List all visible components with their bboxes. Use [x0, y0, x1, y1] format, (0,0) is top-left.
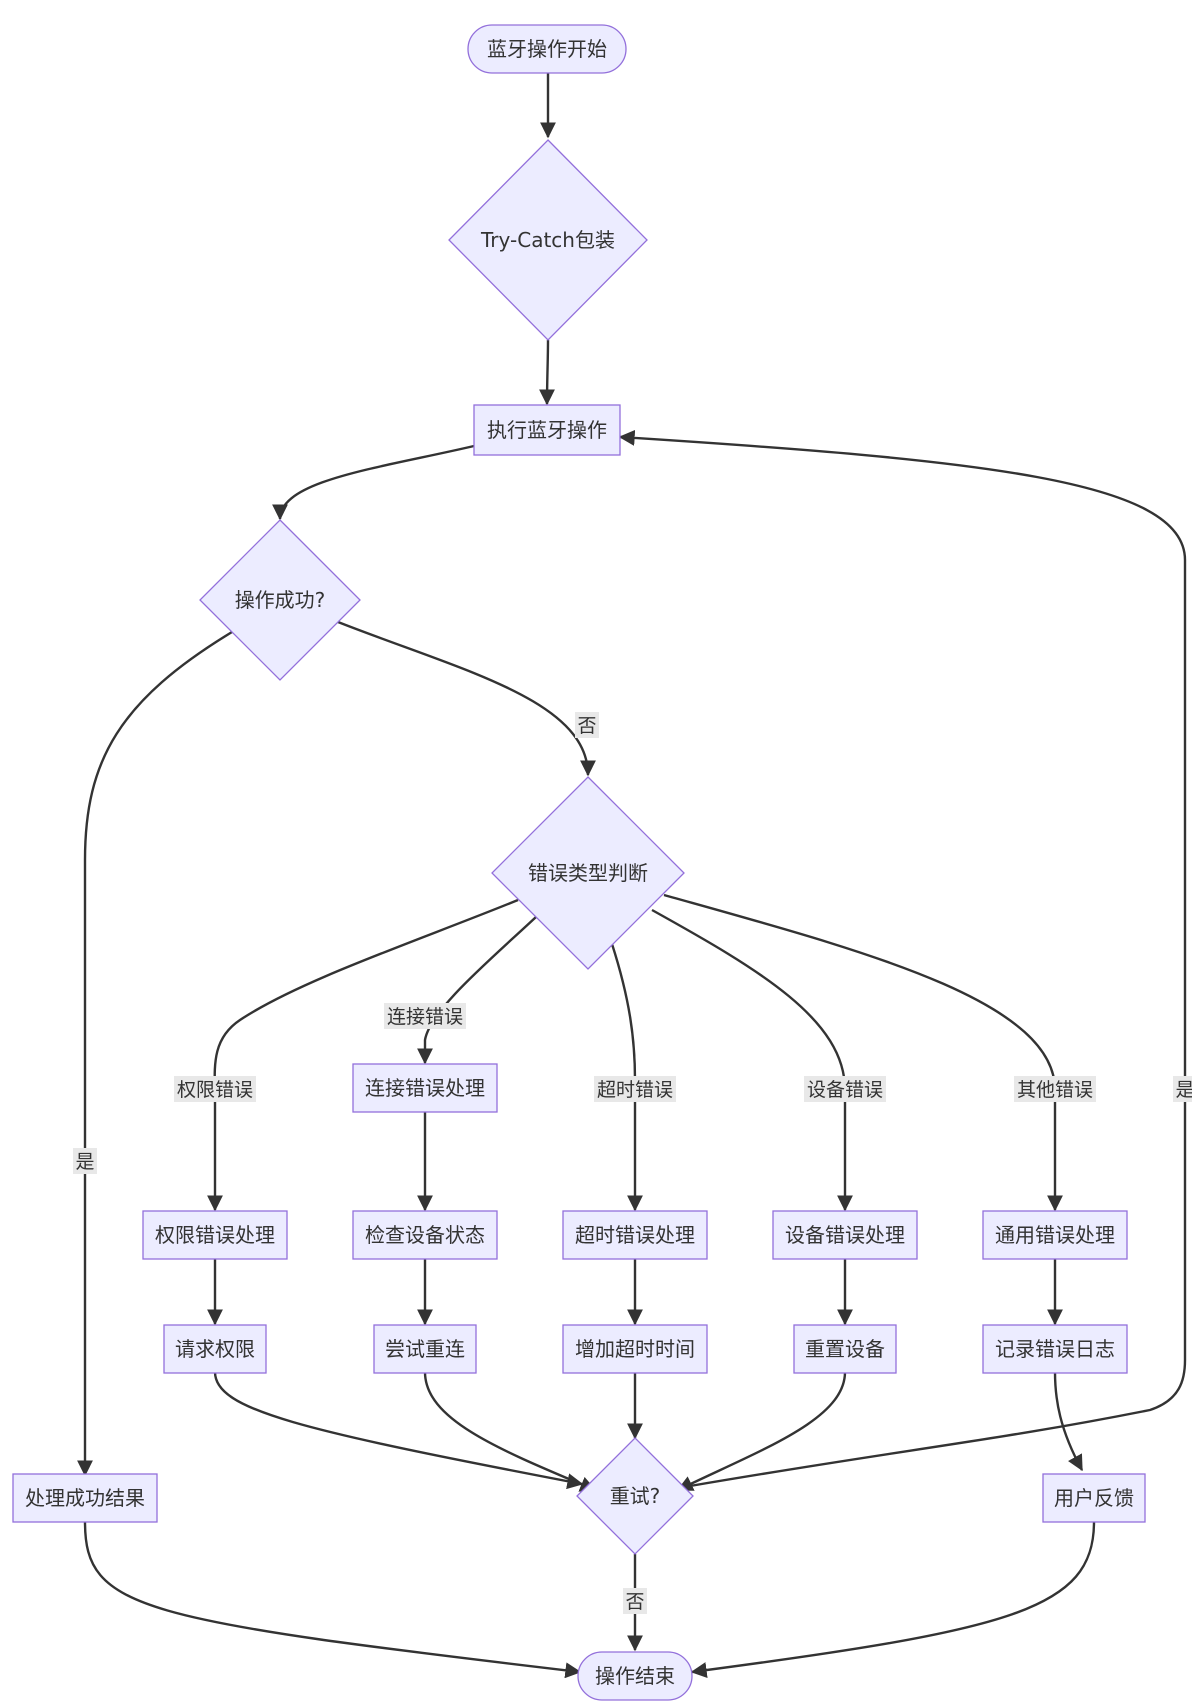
- svg-text:重试?: 重试?: [610, 1484, 661, 1508]
- node-generic-handle: 通用错误处理: [982, 1210, 1128, 1260]
- node-error-type: 错误类型判断: [491, 776, 685, 970]
- node-timeout-handle: 超时错误处理: [562, 1210, 708, 1260]
- svg-text:用户反馈: 用户反馈: [1054, 1486, 1134, 1510]
- node-retry: 重试?: [576, 1437, 694, 1555]
- svg-text:记录错误日志: 记录错误日志: [995, 1337, 1115, 1361]
- svg-text:请求权限: 请求权限: [175, 1337, 255, 1361]
- node-check-device: 检查设备状态: [352, 1210, 498, 1260]
- svg-text:是: 是: [1175, 1079, 1192, 1101]
- svg-text:操作成功?: 操作成功?: [235, 588, 326, 612]
- edge-request-retry: [213, 1371, 584, 1490]
- edge-successcheck-errortype: [337, 620, 596, 777]
- nodes: 蓝牙操作开始 Try-Catch包装 执行蓝牙操作 操作成功? 错误类型判断 连…: [12, 24, 1146, 1701]
- svg-text:设备错误: 设备错误: [807, 1079, 883, 1101]
- node-device-handle: 设备错误处理: [772, 1210, 918, 1260]
- svg-text:权限错误处理: 权限错误处理: [155, 1223, 275, 1247]
- edge-reset-retry: [676, 1371, 847, 1492]
- edge-successresult-end: [83, 1521, 582, 1679]
- svg-text:处理成功结果: 处理成功结果: [25, 1486, 145, 1510]
- svg-text:设备错误处理: 设备错误处理: [785, 1223, 905, 1247]
- node-user-feedback: 用户反馈: [1042, 1473, 1146, 1523]
- edge-label-other-error: 其他错误: [1014, 1076, 1096, 1102]
- node-end: 操作结束: [577, 1651, 693, 1701]
- edge-label-connection-error: 连接错误: [384, 1003, 466, 1029]
- svg-text:执行蓝牙操作: 执行蓝牙操作: [487, 418, 607, 442]
- edge-log-feedback: [1053, 1371, 1084, 1472]
- svg-text:错误类型判断: 错误类型判断: [528, 861, 648, 885]
- node-reset-device: 重置设备: [793, 1324, 897, 1374]
- edges: [77, 72, 1187, 1679]
- svg-text:蓝牙操作开始: 蓝牙操作开始: [487, 37, 607, 61]
- svg-text:超时错误: 超时错误: [597, 1079, 673, 1101]
- edge-errortype-device: [651, 908, 853, 1212]
- svg-text:通用错误处理: 通用错误处理: [995, 1223, 1115, 1247]
- node-connection-handle: 连接错误处理: [352, 1063, 498, 1113]
- node-permission-handle: 权限错误处理: [142, 1210, 288, 1260]
- edge-errortype-timeout: [610, 943, 643, 1212]
- edge-label-yes-success: 是: [73, 1148, 97, 1174]
- svg-text:连接错误处理: 连接错误处理: [365, 1076, 485, 1100]
- svg-text:尝试重连: 尝试重连: [385, 1337, 465, 1361]
- edge-errortype-connection: [417, 916, 537, 1065]
- svg-text:其他错误: 其他错误: [1017, 1079, 1093, 1101]
- edge-reconnect-retry: [423, 1371, 597, 1492]
- edge-label-no-success: 否: [575, 712, 599, 738]
- node-request-permission: 请求权限: [163, 1324, 267, 1374]
- edge-label-yes-retry: 是: [1173, 1076, 1192, 1102]
- svg-text:否: 否: [577, 715, 596, 737]
- node-increase-timeout: 增加超时时间: [562, 1324, 708, 1374]
- svg-text:操作结束: 操作结束: [595, 1664, 675, 1688]
- edge-trycatch-execute: [539, 339, 556, 406]
- edge-label-device-error: 设备错误: [804, 1076, 886, 1102]
- svg-text:权限错误: 权限错误: [177, 1079, 253, 1101]
- svg-text:重置设备: 重置设备: [805, 1337, 885, 1361]
- node-try-reconnect: 尝试重连: [373, 1324, 477, 1374]
- svg-text:检查设备状态: 检查设备状态: [365, 1223, 485, 1247]
- svg-text:是: 是: [75, 1151, 94, 1173]
- svg-text:否: 否: [625, 1591, 644, 1613]
- edge-retry-execute: [618, 429, 1187, 1488]
- edge-errortype-permission: [207, 898, 519, 1212]
- edge-successcheck-successresult: [77, 630, 233, 1477]
- edge-label-permission-error: 权限错误: [174, 1076, 256, 1102]
- node-execute: 执行蓝牙操作: [473, 404, 621, 456]
- node-success-result: 处理成功结果: [12, 1473, 158, 1523]
- svg-text:连接错误: 连接错误: [387, 1006, 463, 1028]
- svg-text:增加超时时间: 增加超时时间: [575, 1337, 695, 1361]
- edge-label-timeout-error: 超时错误: [594, 1076, 676, 1102]
- edge-execute-successcheck: [272, 444, 475, 521]
- edge-labels: 否 连接错误 权限错误 超时错误 设备错误 其他错误 是 是: [73, 712, 1192, 1614]
- edge-errortype-generic: [663, 893, 1063, 1212]
- node-try-catch: Try-Catch包装: [448, 139, 648, 341]
- svg-text:Try-Catch包装: Try-Catch包装: [480, 228, 615, 252]
- node-start: 蓝牙操作开始: [467, 24, 627, 74]
- node-success-check: 操作成功?: [199, 519, 361, 681]
- edge-feedback-end: [690, 1521, 1096, 1679]
- node-log-error: 记录错误日志: [982, 1324, 1128, 1374]
- svg-text:超时错误处理: 超时错误处理: [575, 1223, 695, 1247]
- edge-label-no-retry: 否: [623, 1588, 647, 1614]
